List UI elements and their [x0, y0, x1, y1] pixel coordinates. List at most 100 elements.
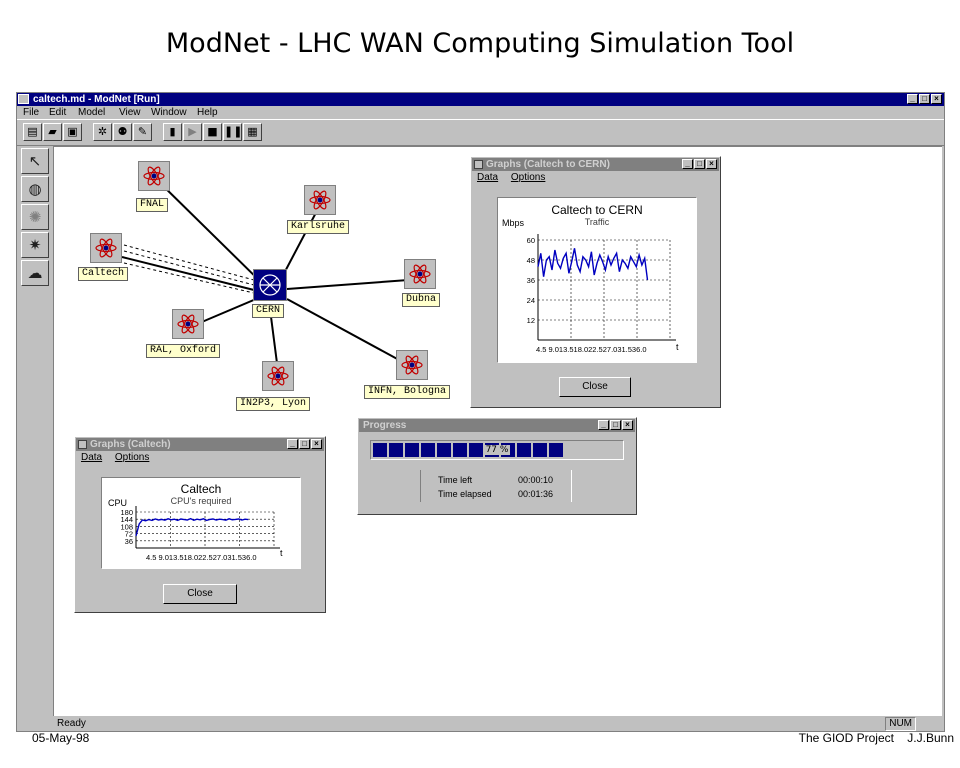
menu-window[interactable]: Window — [151, 107, 187, 118]
y-axis-label: CPU — [108, 498, 127, 508]
graph-window-title-bar[interactable]: Graphs (Caltech to CERN) _ □ × — [472, 158, 719, 171]
maximize-icon[interactable]: □ — [610, 420, 621, 430]
step-icon[interactable]: ▮ — [163, 123, 182, 141]
node-dubna[interactable] — [404, 259, 436, 289]
topology-icon[interactable]: ⚉ — [113, 123, 132, 141]
progress-percent: 77 % — [483, 445, 511, 455]
node-fnal[interactable] — [138, 161, 170, 191]
new-file-icon[interactable]: ▤ — [23, 123, 42, 141]
progress-segment — [405, 443, 419, 457]
menu-view[interactable]: View — [119, 107, 141, 118]
link-infn-cern — [286, 298, 413, 368]
atom-icon — [95, 238, 117, 258]
link-caltech-cern — [121, 256, 255, 291]
chart-title: Caltech to CERN — [551, 203, 642, 217]
network-config-icon[interactable]: ✲ — [93, 123, 112, 141]
y-tick-label: 48 — [527, 256, 535, 265]
window-icon[interactable] — [78, 440, 87, 449]
link-karlsruhe-cern — [279, 204, 321, 282]
link-fnal-cern — [153, 176, 269, 290]
graph-tool-icon[interactable]: ✎ — [133, 123, 152, 141]
y-tick-label: 24 — [527, 296, 535, 305]
node-karlsruhe[interactable] — [304, 185, 336, 215]
cloud-icon[interactable]: ☁ — [21, 260, 49, 286]
slide-date: 05-May-98 — [32, 731, 90, 745]
close-button[interactable]: Close — [559, 377, 631, 397]
maximize-icon[interactable]: □ — [919, 94, 930, 104]
save-disk-icon[interactable]: ▣ — [63, 123, 82, 141]
y-tick-label: 36 — [527, 276, 535, 285]
monitor-icon[interactable]: ▦ — [243, 123, 262, 141]
network-links — [121, 176, 423, 372]
menu-data[interactable]: Data — [477, 172, 499, 183]
graph-menu: Data Options — [81, 452, 159, 464]
progress-segment — [437, 443, 451, 457]
menu-edit[interactable]: Edit — [49, 107, 67, 118]
close-icon[interactable]: × — [622, 420, 633, 430]
chart-caltech: Caltech CPU's required CPU t 4.5 9.013.5… — [108, 482, 283, 562]
progress-segment — [373, 443, 387, 457]
atom-icon — [401, 355, 423, 375]
x-axis-label: t — [676, 342, 679, 352]
graph-window-title-bar[interactable]: Graphs (Caltech) _ □ × — [76, 438, 324, 451]
pointer-arrow-icon[interactable]: ↖ — [21, 148, 49, 174]
status-bar: Ready NUM — [17, 716, 944, 731]
close-icon[interactable]: × — [706, 159, 717, 169]
menu-data[interactable]: Data — [81, 452, 103, 463]
progress-title-bar[interactable]: Progress _ □ × — [359, 419, 635, 432]
maximize-icon[interactable]: □ — [694, 159, 705, 169]
progress-segment — [469, 443, 483, 457]
app-title: caltech.md - ModNet [Run] — [33, 94, 160, 105]
minimize-icon[interactable]: _ — [287, 439, 298, 449]
label-dubna: Dubna — [402, 293, 441, 307]
graph-window-title: Graphs (Caltech to CERN) — [486, 159, 610, 170]
close-icon[interactable]: × — [311, 439, 322, 449]
label-in2p3-lyon: IN2P3, Lyon — [236, 397, 311, 411]
menu-model[interactable]: Model — [78, 107, 106, 118]
menu-options[interactable]: Options — [510, 172, 546, 183]
graph-window-caltech-cern[interactable]: Graphs (Caltech to CERN) _ □ × Data Opti… — [470, 156, 721, 408]
progress-segment — [421, 443, 435, 457]
progress-window[interactable]: Progress _ □ × 77 % Time left 00:00:10 T… — [357, 417, 637, 515]
series-line — [537, 248, 649, 281]
gear-icon[interactable]: ✺ — [21, 204, 49, 230]
maximize-icon[interactable]: □ — [299, 439, 310, 449]
node-ral-oxford[interactable] — [172, 309, 204, 339]
minimize-icon[interactable]: _ — [598, 420, 609, 430]
time-left-value: 00:00:10 — [518, 475, 554, 485]
globe-link-icon[interactable]: ◍ — [21, 176, 49, 202]
window-icon[interactable] — [474, 160, 483, 169]
minimize-icon[interactable]: _ — [682, 159, 693, 169]
x-tick-labels: 4.5 9.013.518.022.527.031.536.0 — [146, 553, 257, 562]
menu-options[interactable]: Options — [114, 452, 150, 463]
minimize-icon[interactable]: _ — [907, 94, 918, 104]
progress-segment — [389, 443, 403, 457]
menu-help[interactable]: Help — [197, 107, 218, 118]
traffic-line-2 — [123, 250, 255, 286]
y-tick-label: 60 — [527, 236, 535, 245]
node-caltech[interactable] — [90, 233, 122, 263]
progress-segment — [453, 443, 467, 457]
stop-icon[interactable]: ■ — [203, 123, 222, 141]
y-tick-label: 72 — [125, 530, 133, 539]
atom-icon — [409, 264, 431, 284]
app-title-bar: caltech.md - ModNet [Run] _ □ × — [17, 93, 944, 106]
atom-node-icon[interactable]: ✷ — [21, 232, 49, 258]
close-button[interactable]: Close — [163, 584, 237, 604]
play-icon[interactable]: ▶ — [183, 123, 202, 141]
label-infn-bologna: INFN, Bologna — [364, 385, 451, 399]
app-system-menu-icon[interactable] — [18, 94, 29, 104]
node-cern[interactable] — [253, 269, 287, 301]
node-in2p3-lyon[interactable] — [262, 361, 294, 391]
chart-subtitle: Traffic — [585, 217, 610, 227]
pause-icon[interactable]: ❚❚ — [223, 123, 242, 141]
x-tick-labels: 4.5 9.013.518.022.527.031.536.0 — [536, 345, 647, 354]
node-infn-bologna[interactable] — [396, 350, 428, 380]
graph-window-caltech[interactable]: Graphs (Caltech) _ □ × Data Options Calt… — [74, 436, 326, 613]
cern-logo-icon — [259, 274, 281, 296]
time-elapsed-value: 00:01:36 — [518, 489, 554, 499]
close-icon[interactable]: × — [931, 94, 942, 104]
open-folder-icon[interactable]: ▰ — [43, 123, 62, 141]
menu-file[interactable]: File — [23, 107, 40, 118]
progress-segment — [517, 443, 531, 457]
